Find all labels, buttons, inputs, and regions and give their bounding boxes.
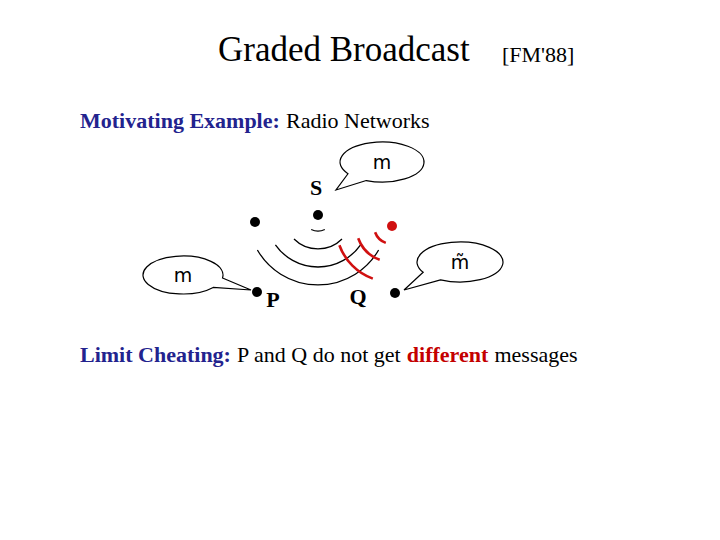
wave-arc bbox=[294, 239, 342, 249]
message-text: m bbox=[373, 151, 392, 173]
jam-arc bbox=[375, 232, 386, 243]
jamming-waves bbox=[339, 232, 385, 278]
wave-arc bbox=[257, 250, 378, 285]
jam-arc bbox=[358, 238, 380, 259]
slide-title: Graded Broadcast bbox=[218, 30, 470, 70]
text-line: Motivating Example:Radio Networks bbox=[80, 108, 430, 134]
jam-arc bbox=[339, 245, 372, 278]
node-name: S bbox=[310, 175, 322, 201]
network-node-dot bbox=[250, 217, 260, 227]
node-name: P bbox=[266, 287, 279, 313]
body-text: P and Q do not get bbox=[237, 342, 401, 368]
speech-bubble: m bbox=[340, 142, 424, 182]
network-node: P bbox=[252, 287, 262, 297]
bubble-shape bbox=[404, 242, 503, 290]
text-line: Limit Cheating:P and Q do not getdiffere… bbox=[80, 342, 578, 368]
bubble-shape bbox=[336, 142, 424, 190]
speech-bubble: m̃ bbox=[417, 242, 503, 282]
speech-bubble: m bbox=[143, 256, 223, 294]
emphasis-heading: Limit Cheating: bbox=[80, 342, 231, 368]
cheater-node-dot bbox=[387, 221, 397, 231]
body-text: messages bbox=[494, 342, 577, 368]
message-text: m bbox=[174, 264, 193, 286]
body-text: Radio Networks bbox=[286, 108, 430, 134]
message-text: m̃ bbox=[451, 251, 470, 273]
network-node: Q bbox=[390, 288, 400, 298]
network-node: S bbox=[313, 210, 323, 220]
emphasis-heading: Motivating Example: bbox=[80, 108, 280, 134]
wave-arc bbox=[311, 230, 325, 232]
wave-arc bbox=[275, 245, 360, 267]
broadcast-waves bbox=[257, 230, 378, 285]
emphasis-word: different bbox=[407, 342, 488, 368]
citation: [FM'88] bbox=[502, 42, 574, 68]
node-name: Q bbox=[349, 284, 366, 310]
bubble-shape bbox=[143, 256, 251, 294]
